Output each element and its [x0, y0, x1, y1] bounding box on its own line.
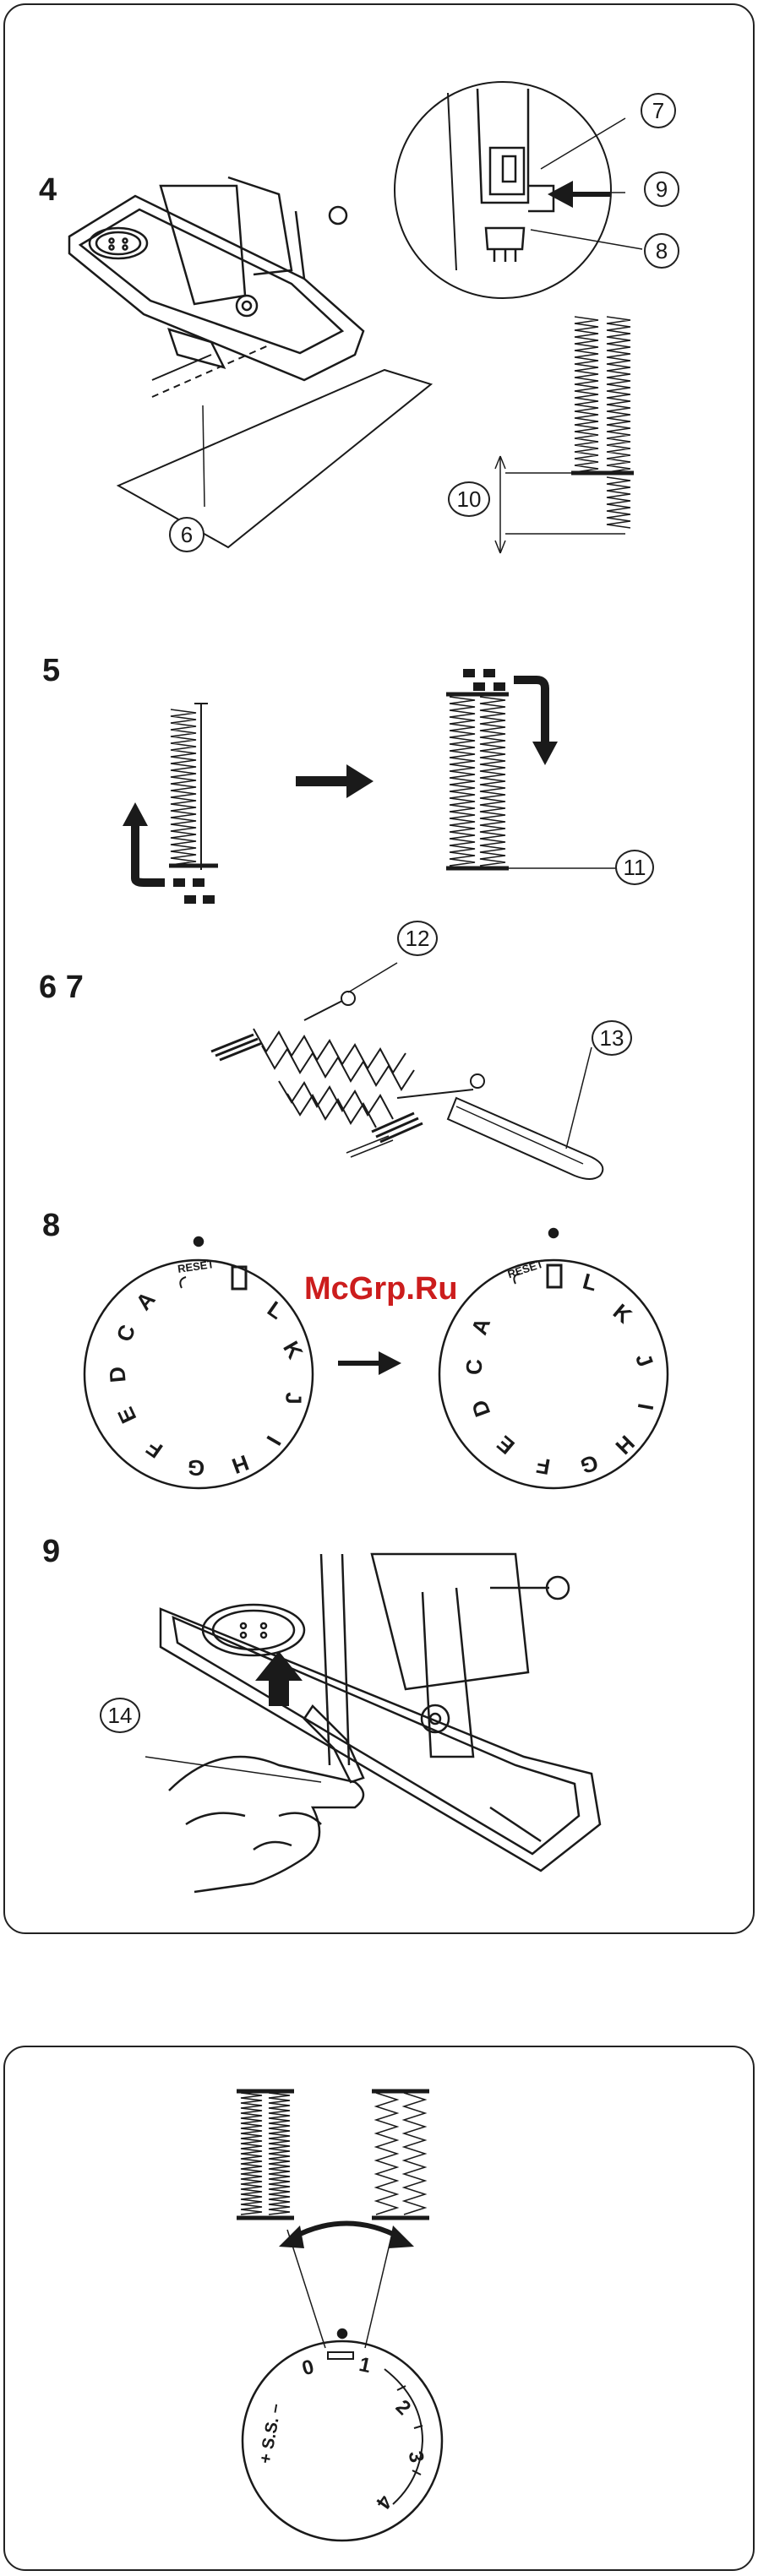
direction-arrow-right — [514, 680, 545, 743]
callout-12: 12 — [397, 921, 438, 956]
callout-11: 11 — [615, 850, 654, 885]
dial-left-letter-D: D — [104, 1366, 132, 1383]
callout-7: 7 — [641, 93, 676, 128]
zigzag-stitch-sample-step4 — [571, 317, 634, 528]
buttonhole-cutting-illustration — [211, 963, 603, 1179]
buttonhole-stitch-sequence-right — [446, 694, 619, 868]
direction-arrow-left — [135, 823, 165, 883]
stitch-sample-dense — [237, 2091, 294, 2218]
dial-left-letter-J: J — [281, 1392, 307, 1404]
buttonhole-foot-illustration — [69, 177, 431, 547]
dial-left — [85, 1237, 313, 1488]
callout-13: 13 — [592, 1020, 632, 1056]
stitch-sample-open — [372, 2091, 429, 2218]
watermark-text: McGrp.Ru — [304, 1271, 458, 1307]
callout-10: 10 — [448, 481, 490, 517]
callout-6: 6 — [169, 517, 204, 552]
callout-8: 8 — [644, 233, 679, 269]
dial-right-letter-C: C — [461, 1359, 488, 1375]
callout-14: 14 — [100, 1698, 140, 1733]
buttonhole-lever-illustration — [145, 1554, 600, 1892]
dial-left-letter-G: G — [187, 1454, 206, 1481]
zoom-detail-circle — [395, 82, 642, 298]
buttonhole-stitch-sequence-left — [169, 704, 218, 870]
callout-9: 9 — [644, 171, 679, 207]
dimension-lines — [495, 456, 625, 553]
